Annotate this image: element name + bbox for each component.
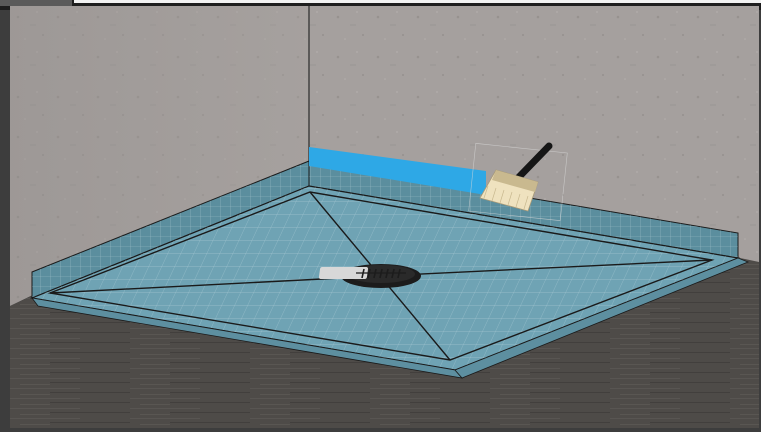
scene-canvas <box>10 6 759 428</box>
top-bar-line <box>74 0 761 3</box>
shower-scene <box>10 6 759 428</box>
